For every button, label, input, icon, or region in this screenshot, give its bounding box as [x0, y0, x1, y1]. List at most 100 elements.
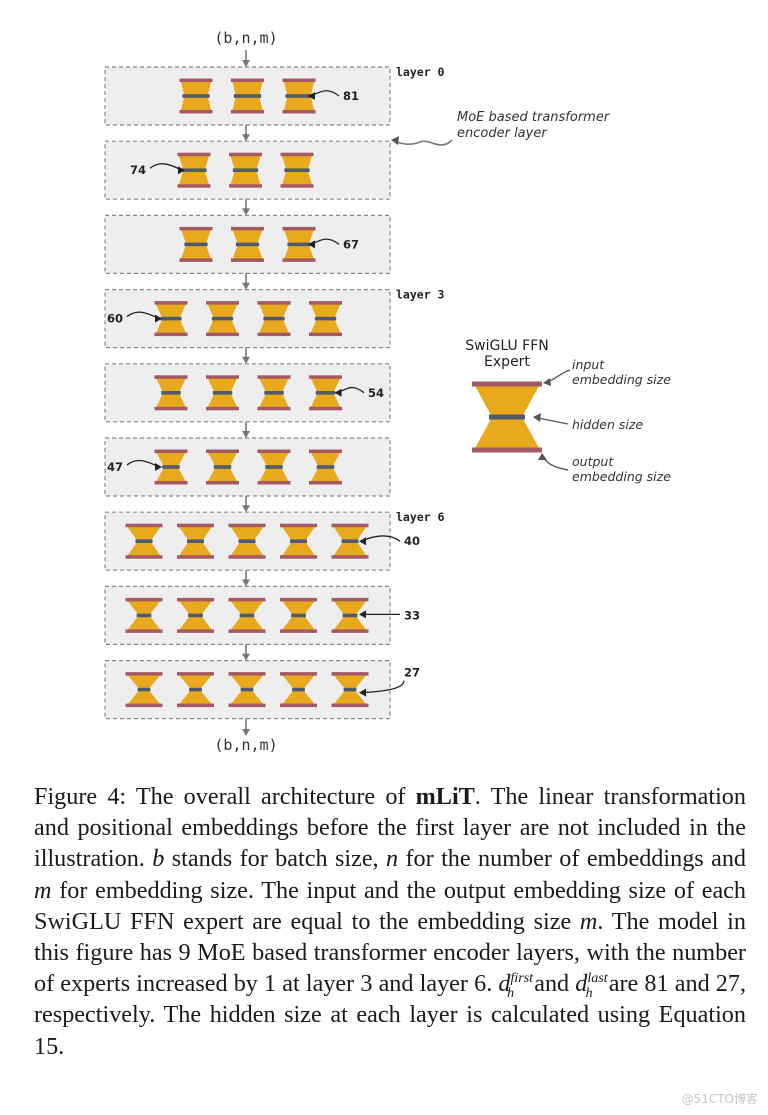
hidden-bar	[292, 687, 305, 692]
input-edge	[125, 672, 163, 676]
hidden-bar	[265, 465, 283, 469]
encoder-layer: 47	[104, 421, 391, 497]
figure-label: Figure 4:	[34, 783, 127, 810]
encoder-layer: 33	[104, 570, 420, 646]
layer-label: layer 6	[396, 510, 445, 524]
hidden-size-label: 67	[343, 237, 359, 251]
layer-box	[104, 363, 391, 423]
hidden-bar	[182, 94, 210, 98]
hidden-size-arrowhead	[359, 688, 366, 697]
caption-text-1: The overall architecture of	[135, 783, 406, 810]
hidden-bar	[184, 242, 208, 247]
watermark: @51CTO博客	[681, 1092, 758, 1106]
moe-annotation: MoE based transformer encoder layer	[391, 110, 611, 146]
expert-ffn	[154, 375, 188, 411]
hidden-bar	[232, 168, 259, 172]
input-edge	[154, 449, 188, 453]
expert-ffn	[228, 597, 266, 633]
input-edge	[282, 78, 316, 82]
expert-ffn	[206, 301, 239, 337]
expert-ffn	[309, 375, 342, 411]
output-edge	[280, 555, 317, 559]
hidden-size-pointer	[361, 680, 405, 694]
expert-ffn	[177, 523, 214, 559]
expert-ffn	[177, 672, 214, 708]
hidden-size-arrowhead	[155, 463, 162, 471]
hidden-size-arrowhead	[308, 92, 315, 100]
hidden-size-label: 74	[130, 163, 146, 177]
input-edge	[331, 523, 369, 528]
expert-ffn	[280, 152, 314, 188]
hidden-size-label: 54	[368, 386, 384, 400]
input-edge	[309, 301, 342, 305]
sub-h-2: h	[585, 986, 593, 1002]
output-edge	[154, 332, 188, 337]
moe-annotation-arrowhead	[391, 136, 399, 145]
flow-arrowhead	[242, 356, 250, 364]
expert-ffn	[125, 523, 163, 559]
expert-ffn	[229, 152, 262, 188]
input-edge	[280, 672, 317, 676]
hidden-bar	[238, 539, 256, 543]
hidden-bar	[188, 613, 203, 618]
output-edge	[282, 110, 316, 114]
output-edge	[309, 332, 342, 337]
layer-box	[104, 289, 391, 349]
expert-ffn	[179, 226, 213, 262]
output-edge	[280, 629, 317, 633]
expert-ffn	[257, 375, 291, 411]
hidden-bar	[240, 687, 254, 692]
encoder-layer: layer 360	[104, 273, 445, 349]
output-edge	[229, 184, 262, 188]
legend-hidden-arrowhead	[533, 413, 541, 422]
expert-ffn	[154, 301, 188, 337]
input-edge	[177, 597, 214, 602]
hidden-bar	[343, 687, 357, 692]
flow-arrowhead	[242, 729, 250, 736]
input-edge	[206, 449, 239, 453]
caption-and: and	[534, 970, 570, 998]
hidden-bar	[314, 316, 337, 321]
legend-output-pointer	[542, 455, 569, 471]
legend-hidden-label: hidden size	[572, 417, 643, 432]
var-n: n	[386, 845, 399, 873]
output-edge	[309, 481, 342, 485]
d-symbol-2: d	[575, 970, 588, 998]
hidden-bar	[290, 539, 307, 543]
input-edge	[257, 375, 291, 379]
hidden-size-arrowhead	[334, 388, 342, 397]
hidden-bar	[316, 465, 335, 469]
hidden-bar	[181, 168, 207, 172]
input-edge	[206, 301, 239, 305]
model-name: mLiT	[415, 783, 475, 810]
output-edge	[257, 332, 291, 337]
hidden-size-label: 33	[404, 608, 420, 622]
flow-arrowhead	[242, 282, 250, 290]
expert-ffn	[206, 375, 239, 411]
flow-arrowhead	[242, 579, 250, 587]
input-edge	[257, 449, 291, 453]
input-edge	[154, 375, 188, 379]
output-edge	[177, 629, 214, 633]
legend-output-edge	[472, 447, 542, 453]
hidden-size-arrowhead	[178, 166, 185, 175]
legend-output-line2: embedding size	[572, 469, 671, 484]
hidden-bar	[137, 687, 151, 692]
input-edge	[229, 152, 262, 157]
hidden-bar	[285, 94, 313, 98]
encoder-layer: 74	[104, 125, 391, 200]
encoder-layer: 54	[104, 347, 391, 423]
input-edge	[309, 449, 342, 453]
input-edge	[177, 672, 214, 676]
input-edge	[228, 597, 266, 602]
expert-ffn	[228, 523, 266, 559]
moe-annotation-pointer	[393, 139, 453, 146]
output-edge	[309, 406, 342, 411]
flow-arrowhead	[242, 653, 250, 661]
expert-ffn	[282, 226, 316, 262]
flow-arrowhead	[242, 431, 250, 438]
hidden-size-label: 27	[404, 666, 420, 680]
input-edge	[280, 597, 317, 602]
hidden-bar	[162, 465, 180, 469]
